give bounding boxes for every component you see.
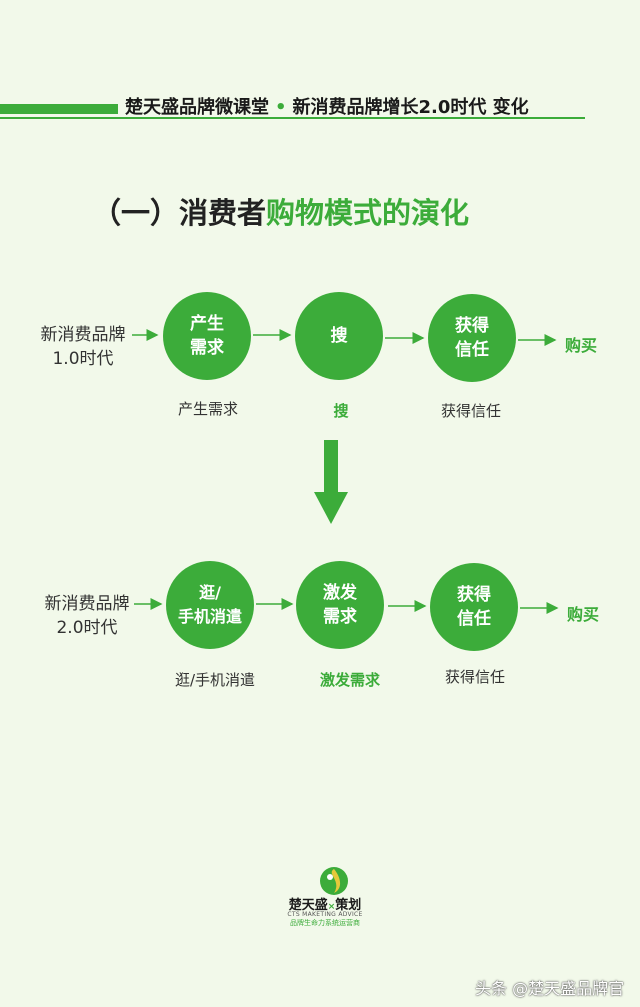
transition-arrow-down-icon bbox=[314, 492, 348, 524]
watermark: 头条 @楚天盛品牌官 bbox=[475, 979, 625, 998]
row2-step2-circle: 激发 需求 bbox=[296, 561, 384, 649]
header-accent-bar bbox=[0, 104, 118, 114]
logo-tagline: 品牌生命力系统运营商 bbox=[290, 919, 360, 927]
row1-step3-caption: 获得信任 bbox=[440, 402, 501, 420]
row1-step1-circle: 产生 需求 bbox=[163, 292, 251, 380]
row2-step3-circle: 获得 信任 bbox=[430, 563, 518, 651]
row1-step1-caption: 产生需求 bbox=[177, 400, 238, 418]
section-title-highlight: 购物模式的演化 bbox=[266, 196, 470, 230]
section-title: （一）消费者购物模式的演化 bbox=[92, 190, 469, 232]
row2-step2-caption: 激发需求 bbox=[319, 671, 380, 689]
header-brand: 楚天盛品牌微课堂 bbox=[125, 97, 269, 118]
transition-arrow-shaft bbox=[324, 440, 338, 496]
logo-name: 楚天盛×策划 bbox=[288, 898, 362, 913]
logo-english: CTS MAKETING ADVICE bbox=[287, 911, 363, 918]
section-title-prefix: （一）消费者 bbox=[92, 196, 267, 230]
brand-logo-icon bbox=[320, 867, 348, 895]
row1-step3-circle: 获得 信任 bbox=[428, 294, 516, 382]
row1-result: 购买 bbox=[565, 336, 598, 355]
header-dot: • bbox=[275, 97, 287, 118]
header-title: 楚天盛品牌微课堂 •新消费品牌增长2.0时代 变化 bbox=[125, 93, 529, 119]
row2-step3-caption: 获得信任 bbox=[444, 668, 505, 686]
row1-label: 新消费品牌 1.0时代 bbox=[40, 325, 126, 369]
header-subtitle: 新消费品牌增长2.0时代 变化 bbox=[292, 97, 529, 118]
row1-step2-caption: 搜 bbox=[333, 402, 349, 420]
row2-label: 新消费品牌 2.0时代 bbox=[44, 594, 130, 638]
row2-step1-caption: 逛/手机消遣 bbox=[174, 671, 256, 689]
row1-step2-circle: 搜 bbox=[295, 292, 383, 380]
header-underline bbox=[0, 117, 585, 119]
row2-result: 购买 bbox=[567, 605, 600, 624]
row2-step1-circle: 逛/ 手机消遣 bbox=[166, 561, 254, 649]
